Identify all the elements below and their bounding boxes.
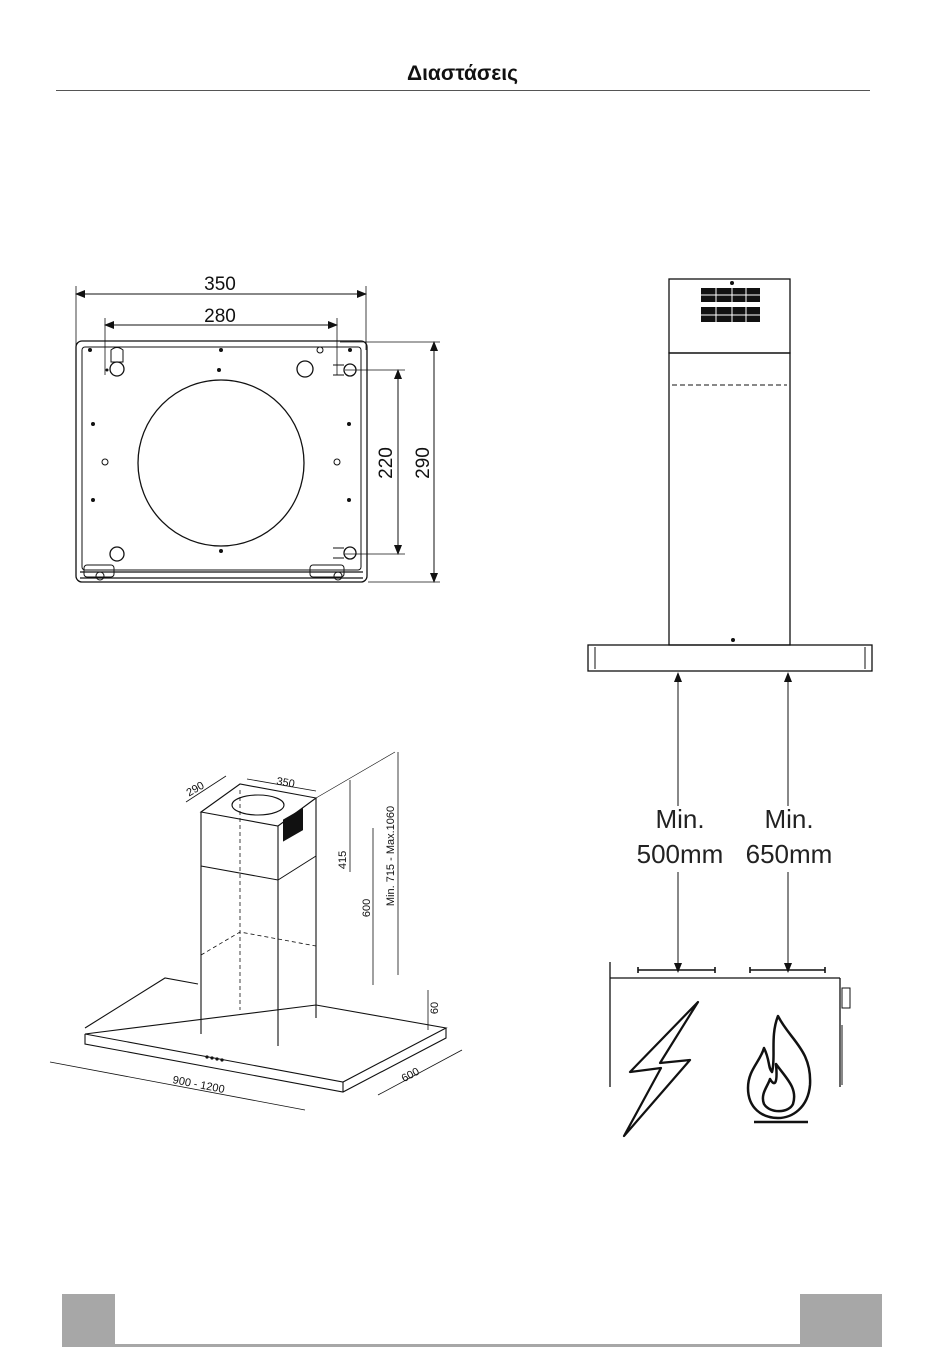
- iso-dim-600: 600: [361, 899, 373, 917]
- side-view-drawing: [588, 279, 872, 1087]
- clearance-gas-line1: Min.: [764, 804, 813, 834]
- clearance-electric-line2: 500mm: [637, 839, 724, 869]
- iso-dim-415: 415: [337, 851, 349, 869]
- iso-dim-60: 60: [429, 1002, 441, 1014]
- iso-dim-290: 290: [185, 780, 207, 800]
- iso-dim-width: 900 - 1200: [172, 1074, 226, 1096]
- iso-dim-350: 350: [275, 776, 295, 791]
- footer-right-block: [800, 1294, 882, 1347]
- iso-dim-overall-height: Min. 715 - Max.1060: [385, 806, 397, 906]
- isometric-drawing: [50, 752, 462, 1110]
- footer-line: [115, 1344, 800, 1347]
- footer-left-block: [62, 1294, 115, 1347]
- dim-350: 350: [204, 274, 236, 295]
- dim-290: 290: [413, 447, 434, 479]
- lightning-icon: [624, 1002, 698, 1136]
- dim-280: 280: [204, 306, 236, 327]
- flame-icon: [748, 1016, 810, 1122]
- iso-dim-600-depth: 600: [400, 1066, 422, 1085]
- clearance-electric-line1: Min.: [655, 804, 704, 834]
- dim-220: 220: [376, 447, 397, 479]
- clearance-gas-line2: 650mm: [746, 839, 833, 869]
- top-plan-drawing: [76, 286, 440, 582]
